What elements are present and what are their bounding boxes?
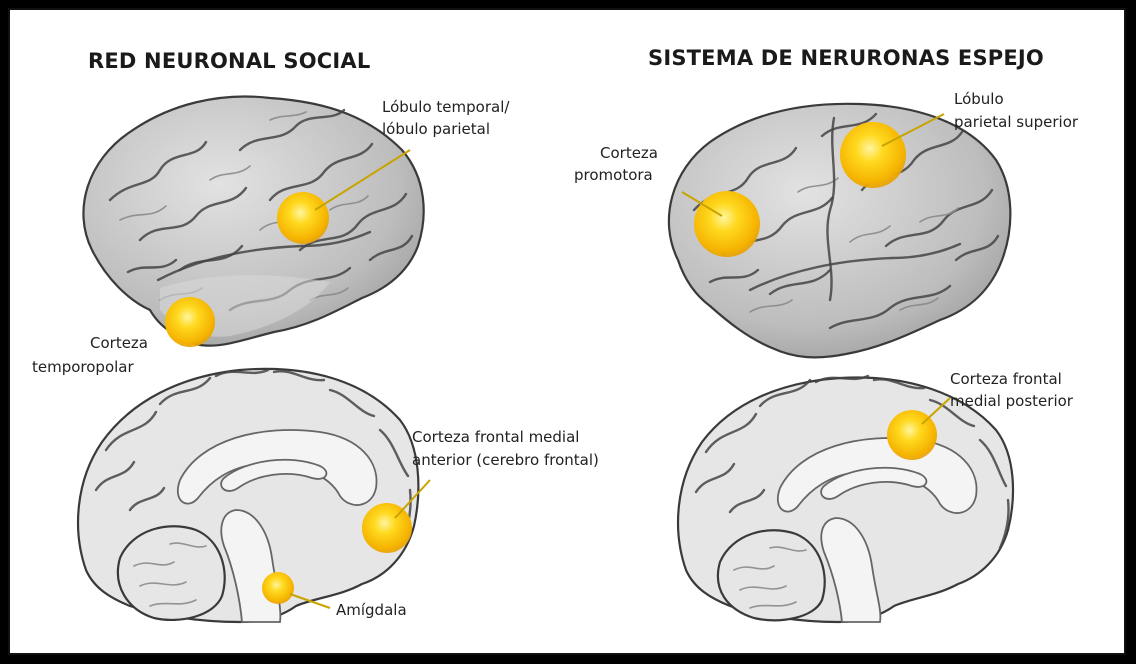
title-red-neuronal-social: RED NEURONAL SOCIAL bbox=[88, 49, 370, 73]
highlight-temporopolar bbox=[165, 297, 215, 347]
label-parietal-superior: Lóbulo parietal superior bbox=[954, 90, 1079, 131]
brain-medial-right bbox=[678, 376, 1013, 622]
highlight-temporal-parietal bbox=[277, 192, 329, 244]
highlight-amygdala bbox=[262, 572, 294, 604]
label-amygdala: Amígdala bbox=[336, 601, 407, 619]
label-temporopolar: Corteza temporopolar bbox=[32, 334, 153, 376]
brain-medial-left bbox=[78, 369, 418, 622]
label-frontal-medial-anterior: Corteza frontal medial anterior (cerebro… bbox=[412, 428, 599, 469]
highlight-promotora bbox=[694, 191, 760, 257]
highlight-parietal-superior bbox=[840, 122, 906, 188]
brain-lateral-left bbox=[83, 96, 423, 345]
label-frontal-medial-posterior: Corteza frontal medial posterior bbox=[950, 370, 1074, 410]
label-promotora: Corteza promotora bbox=[574, 144, 663, 184]
title-sistema-neuronas-espejo: SISTEMA DE NERURONAS ESPEJO bbox=[648, 46, 1044, 70]
diagram-canvas: RED NEURONAL SOCIAL SISTEMA DE NERURONAS… bbox=[10, 10, 1124, 653]
highlight-frontal-medial-anterior bbox=[362, 503, 412, 553]
figure-frame: RED NEURONAL SOCIAL SISTEMA DE NERURONAS… bbox=[8, 8, 1126, 655]
label-temporal-parietal: Lóbulo temporal/ lóbulo parietal bbox=[382, 98, 514, 138]
